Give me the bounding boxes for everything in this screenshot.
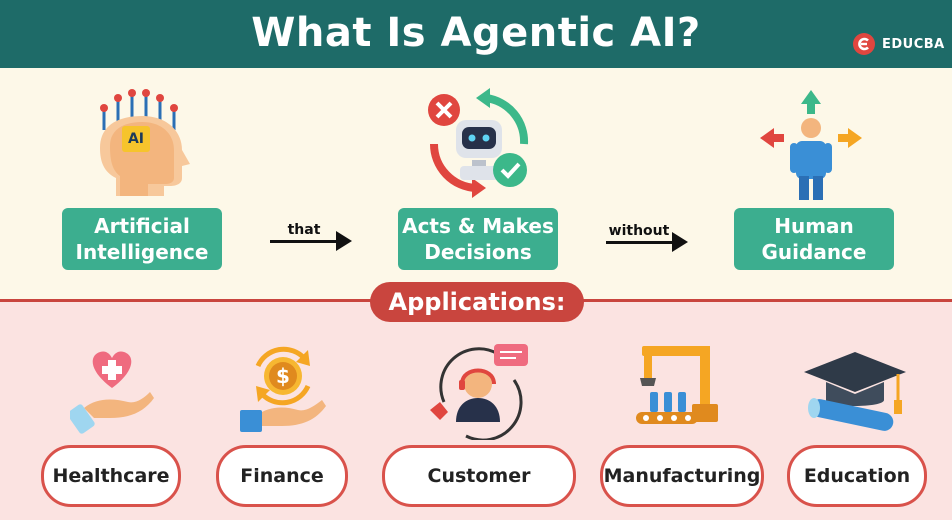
application-healthcare: Healthcare xyxy=(41,445,181,507)
svg-text:$: $ xyxy=(276,364,290,388)
human-guidance-icon xyxy=(760,90,862,200)
application-manufacturing: Manufacturing xyxy=(600,445,764,507)
concept-line: Guidance xyxy=(761,240,867,264)
application-education: Education xyxy=(787,445,927,507)
concept-line: Decisions xyxy=(424,240,532,264)
concept-acts-makes-decisions: Acts & Makes Decisions xyxy=(398,208,558,270)
concept-line: Human xyxy=(774,214,854,238)
finance-icon: $ xyxy=(240,346,326,432)
robot-decision-icon xyxy=(428,88,529,198)
header-bar xyxy=(0,0,952,68)
arrow-right-icon xyxy=(606,232,688,252)
education-icon xyxy=(804,352,906,431)
healthcare-icon xyxy=(70,351,154,434)
logo-text: EDUCBA xyxy=(882,36,945,52)
application-finance: Finance xyxy=(216,445,348,507)
page-title: What Is Agentic AI? xyxy=(251,10,701,56)
manufacturing-icon xyxy=(636,346,718,424)
ai-head-icon xyxy=(100,89,190,196)
concept-line: Acts & Makes xyxy=(402,214,554,238)
concept-line: Artificial xyxy=(94,214,190,238)
educba-logo: EDUCBA xyxy=(852,31,945,57)
arrow-right-icon xyxy=(270,231,352,251)
application-customer-service: Customer Service xyxy=(382,445,576,507)
customer-service-icon xyxy=(430,344,528,440)
connector-label-that: that xyxy=(287,222,321,238)
ai-badge: AI xyxy=(127,131,145,147)
educba-logo-icon xyxy=(853,33,875,55)
applications-heading: Applications: xyxy=(370,282,584,322)
concept-artificial-intelligence: Artificial Intelligence xyxy=(62,208,222,270)
connector-label-without: without xyxy=(608,223,670,239)
concept-line: Intelligence xyxy=(75,240,209,264)
concept-human-guidance: Human Guidance xyxy=(734,208,894,270)
